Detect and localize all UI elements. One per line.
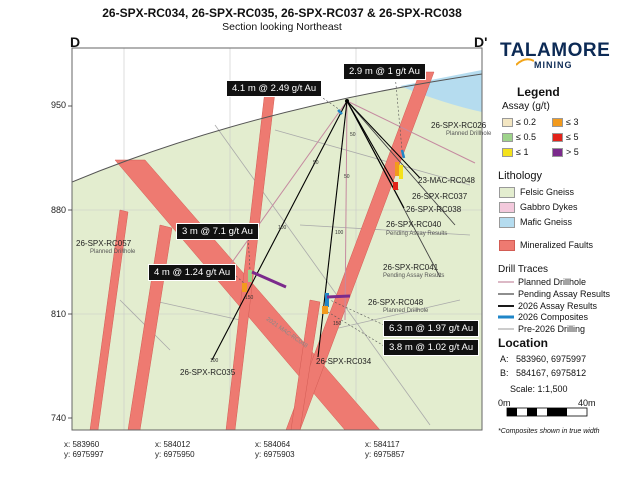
hole-label-rc034: 26-SPX-RC034: [316, 357, 372, 366]
drillhole-rc038: [346, 100, 405, 209]
lithology-swatch: [499, 187, 515, 198]
hole-label-rc040: 26-SPX-RC040: [386, 220, 442, 229]
depth-label: 100: [278, 225, 287, 231]
depth-label: 50: [350, 132, 356, 138]
intercept-callout: 6.3 m @ 1.97 g/t Au: [383, 320, 480, 337]
assay-swatch: [552, 148, 563, 157]
depth-label: 100: [210, 358, 219, 364]
location-title: Location: [498, 336, 548, 350]
hole-label-rc038: 26-SPX-RC038: [406, 205, 462, 214]
elevation-tick-label: 950: [50, 100, 66, 110]
trace-legend-label: 2026 Composites: [518, 312, 589, 322]
location-a-value: 583960, 6975997: [516, 354, 587, 364]
elevation-tick-label: 880: [50, 205, 66, 215]
assay-swatch: [552, 118, 563, 127]
section-subtitle: Section looking Northeast: [222, 21, 342, 33]
drill-collar-marker: [345, 99, 349, 103]
assay-legend-label: ≤ 0.5: [516, 132, 536, 142]
hole-label-rc057: 26-SPX-RC057: [76, 239, 132, 248]
location-b-label: B:: [500, 368, 509, 378]
intercept-callout: 2.9 m @ 1 g/t Au: [343, 63, 426, 80]
logo-swoosh-icon: [516, 58, 534, 66]
depth-label: 150: [333, 321, 342, 327]
topography-line: [72, 73, 482, 183]
mafic-gneiss-unit: [400, 70, 482, 112]
trace-legend-label: Pending Assay Results: [518, 289, 611, 299]
lithology-swatch: [499, 202, 515, 213]
planned-drillhole-rc057: [227, 100, 348, 269]
hole-status-rc026: Planned Drillhole: [446, 131, 492, 137]
legend-title: Legend: [517, 85, 560, 99]
elevation-tick-label: 740: [50, 413, 66, 423]
assay-legend-label: ≤ 5: [566, 132, 579, 142]
assay-swatch: [552, 133, 563, 142]
assay-legend-label: > 5: [566, 147, 579, 157]
map-scale: Scale: 1:1,500: [510, 384, 568, 394]
lithology-legend-title: Lithology: [498, 170, 543, 182]
elevation-tick-label: 810: [50, 309, 66, 319]
section-end-label: D': [474, 34, 488, 50]
assay-legend-title: Assay (g/t): [502, 101, 550, 112]
hole-status-rc040: Pending Assay Results: [386, 231, 448, 237]
composites-note: *Composites shown in true width: [498, 428, 600, 435]
company-logo-subtext: MINING: [534, 60, 573, 70]
trace-legend-label: Pre-2026 Drilling: [518, 324, 586, 334]
planned-drillhole-rc026: [346, 100, 476, 164]
lithology-legend-label: Gabbro Dykes: [520, 202, 578, 212]
section-title: 26-SPX-RC034, 26-SPX-RC035, 26-SPX-RC037…: [102, 6, 462, 20]
depth-label: 150: [245, 295, 254, 301]
hole-status-rc041: Pending Assay Results: [383, 273, 445, 279]
assay-intervals: [242, 162, 403, 314]
location-a-label: A:: [500, 354, 509, 364]
lithology-swatch: [499, 217, 515, 228]
fault-legend-label: Mineralized Faults: [520, 240, 594, 250]
assay-legend-label: ≤ 0.2: [516, 117, 536, 127]
hole-label-rc026: 26-SPX-RC026: [431, 121, 487, 130]
intercept-callout: 4 m @ 1.24 g/t Au: [148, 264, 237, 281]
location-b-value: 584167, 6975812: [516, 368, 587, 378]
hole-label-mac048: 23-MAC-RC048: [418, 176, 475, 185]
assay-swatch: [502, 118, 513, 127]
planned-drillhole-rc048: [344, 100, 348, 321]
hole-label-rc035: 26-SPX-RC035: [180, 368, 236, 377]
scale-bar-end: 40m: [578, 398, 596, 408]
assay-legend-label: ≤ 3: [566, 117, 579, 127]
intercept-callout: 3 m @ 7.1 g/t Au: [176, 223, 259, 240]
intercept-callout: 4.1 m @ 2.49 g/t Au: [226, 80, 323, 97]
assay-legend-label: ≤ 1: [516, 147, 529, 157]
lithology-legend-label: Felsic Gneiss: [520, 187, 575, 197]
pre-2026-drill-traces: [119, 124, 471, 426]
scale-bar: [506, 407, 588, 417]
scale-bar-start: 0m: [498, 398, 511, 408]
assay-swatch: [502, 133, 513, 142]
section-start-label: D: [70, 34, 81, 50]
hole-status-rc057: Planned Drillhole: [90, 249, 136, 255]
drillhole-rc034: [317, 100, 348, 358]
depth-label: 100: [335, 230, 344, 236]
lithology-legend-label: Mafic Gneiss: [520, 217, 573, 227]
drillhole-mac048: [346, 100, 421, 179]
hole-label-rc037: 26-SPX-RC037: [412, 192, 468, 201]
intercept-callout: 3.8 m @ 1.02 g/t Au: [383, 339, 480, 356]
drill-traces-legend-title: Drill Traces: [498, 264, 549, 275]
trace-legend-label: 2026 Assay Results: [518, 301, 598, 311]
drillhole-rc035: [211, 100, 348, 361]
fault-swatch: [499, 240, 515, 251]
depth-label: 50: [344, 174, 350, 180]
assay-swatch: [502, 148, 513, 157]
pending-drillhole-rc040: [346, 100, 456, 226]
hole-label-rc048: 26-SPX-RC048: [368, 298, 424, 307]
company-logo-text: TALAMORE: [500, 40, 611, 61]
depth-label: 50: [313, 160, 319, 166]
hole-status-rc048: Planned Drillhole: [383, 308, 429, 314]
hole-label-rc041: 26-SPX-RC041: [383, 263, 439, 272]
plot-frame: [71, 47, 483, 431]
trace-legend-label: Planned Drillhole: [518, 277, 587, 287]
